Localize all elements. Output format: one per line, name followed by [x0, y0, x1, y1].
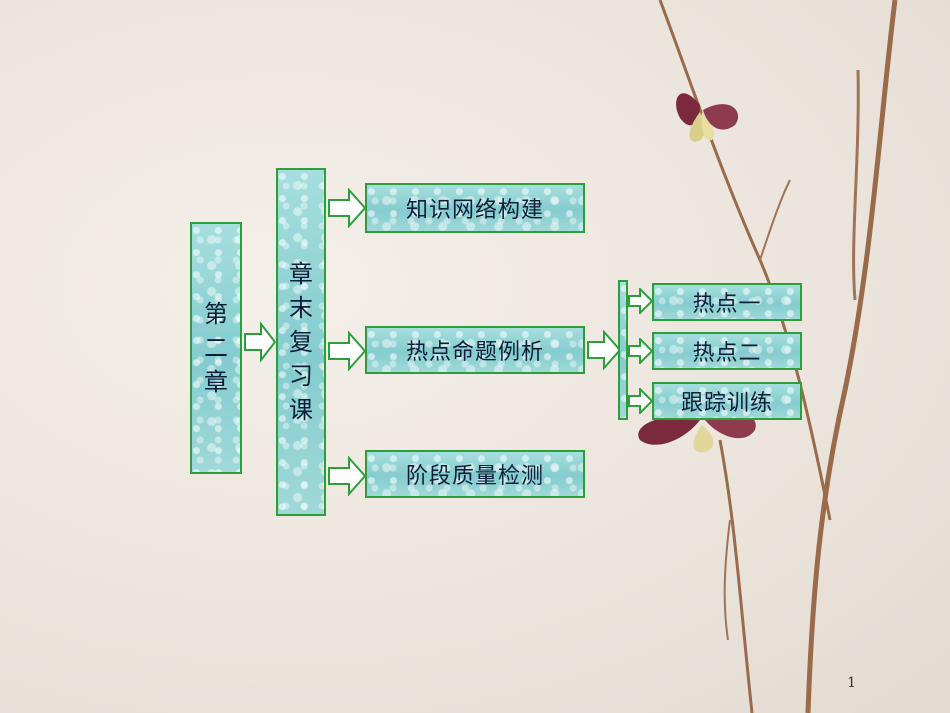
review-box: 章末复习课 — [276, 168, 326, 516]
hotspot-label: 热点二 — [692, 341, 762, 366]
hotspot-label: 跟踪训练 — [680, 391, 773, 416]
arrow-right-icon — [628, 338, 654, 364]
arrow-right-icon — [328, 188, 367, 228]
arrow-right-icon — [628, 288, 654, 314]
arrow-right-icon — [328, 456, 367, 496]
arrow-right-icon — [328, 331, 367, 371]
follow-up-training[interactable]: 跟踪训练 — [652, 382, 802, 420]
chapter-box: 第二章 — [190, 222, 242, 474]
section-quality-test[interactable]: 阶段质量检测 — [365, 450, 585, 498]
section-knowledge-network[interactable]: 知识网络构建 — [365, 183, 585, 233]
hotspot-two[interactable]: 热点二 — [652, 332, 802, 370]
page-number: 1 — [847, 675, 856, 691]
arrow-right-icon — [628, 388, 654, 414]
section-label: 知识网络构建 — [405, 198, 544, 223]
review-label: 章末复习课 — [289, 260, 313, 424]
section-hotspot-analysis[interactable]: 热点命题例析 — [365, 326, 585, 374]
arrow-right-icon — [244, 322, 277, 362]
section-label: 阶段质量检测 — [405, 464, 544, 489]
hotspot-bracket — [618, 280, 628, 420]
arrow-right-icon — [587, 330, 622, 370]
chapter-label: 第二章 — [204, 300, 228, 396]
hotspot-label: 热点一 — [692, 292, 762, 317]
hotspot-one[interactable]: 热点一 — [652, 283, 802, 321]
section-label: 热点命题例析 — [405, 340, 544, 365]
